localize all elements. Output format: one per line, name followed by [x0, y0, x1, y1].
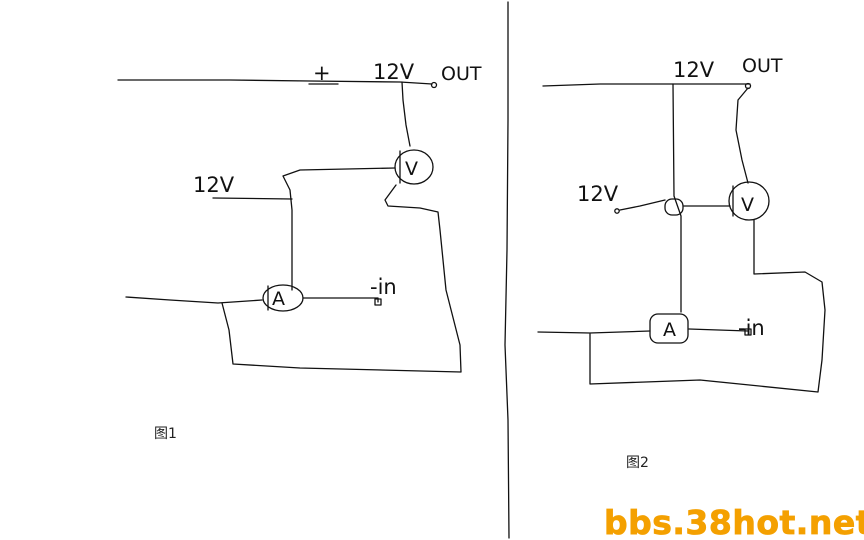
- fig1-minus-in-label: -in: [370, 275, 397, 299]
- fig1-top-rail: [117, 79, 433, 85]
- fig2-transistor-body: [728, 181, 770, 221]
- fig2-transistor: V: [728, 181, 770, 221]
- fig1-transistor-letter: V: [405, 158, 418, 180]
- fig1-out-label: OUT: [441, 63, 482, 85]
- fig2-ground-wire: [537, 330, 651, 334]
- fig2-collector-wire: [735, 87, 749, 184]
- fig2-supply-terminal: [614, 208, 620, 214]
- fig1-out-terminal: [430, 81, 438, 89]
- fig2-opamp-letter: A: [663, 319, 676, 341]
- fig1-transistor-body: [394, 149, 434, 185]
- fig1-ground-wire: [125, 296, 263, 304]
- fig2-supply-vertical: [672, 83, 682, 313]
- fig2-minus-in-wire: [688, 328, 749, 332]
- figure-1: + 12V OUT V 12V A -in 图1: [117, 60, 482, 442]
- fig2-opamp: A: [649, 313, 689, 344]
- fig2-supply-12v-label: 12V: [577, 182, 619, 206]
- fig2-minus-in-terminal: [744, 328, 752, 336]
- fig2-caption: 图2: [626, 455, 649, 471]
- fig2-minus-in-label: -in: [738, 316, 765, 340]
- fig2-transistor-letter: V: [741, 194, 754, 216]
- fig2-feedback-loop: [589, 219, 826, 393]
- fig1-opamp-letter: A: [272, 288, 285, 310]
- fig1-transistor: V: [394, 149, 434, 185]
- figure-2: 12V OUT 12V V A -in: [537, 55, 826, 471]
- figure-divider: [504, 1, 510, 539]
- fig2-top-rail: [542, 83, 751, 87]
- fig1-feedback-loop: [221, 184, 462, 373]
- fig2-supply-wire: [619, 199, 666, 211]
- fig1-plus-label: +: [313, 61, 331, 85]
- fig2-junction: [664, 198, 684, 216]
- fig1-top-12v-label: 12V: [373, 60, 415, 84]
- fig1-minus-in-terminal: [374, 298, 382, 306]
- fig2-out-label: OUT: [742, 55, 783, 77]
- fig1-caption: 图1: [154, 426, 177, 442]
- fig1-minus-in-wire: [302, 297, 379, 303]
- fig2-opamp-body: [649, 313, 689, 344]
- fig1-collector-wire: [401, 81, 411, 147]
- fig1-supply-wire: [212, 197, 293, 200]
- fig1-opamp: A: [262, 284, 304, 312]
- fig2-top-12v-label: 12V: [673, 58, 715, 82]
- fig1-base-wire: [282, 167, 396, 291]
- site-watermark: bbs.38hot.net: [604, 503, 864, 540]
- fig1-supply-12v-label: 12V: [193, 173, 235, 197]
